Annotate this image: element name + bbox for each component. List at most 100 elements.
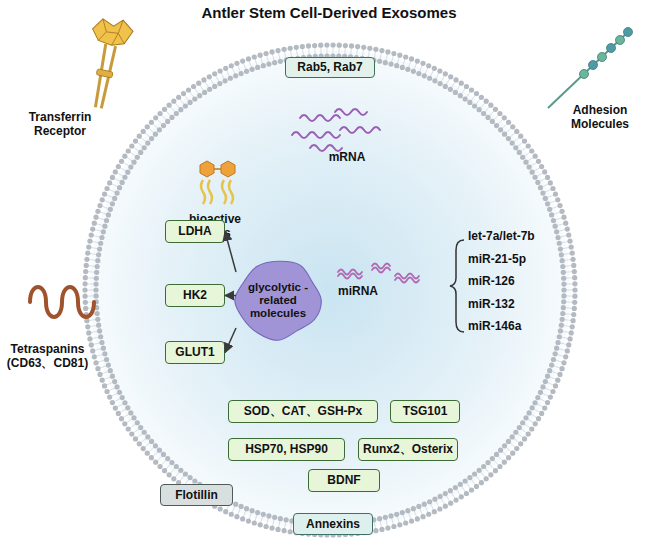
lipid-tail [102,206,109,208]
lipid-head [83,269,88,274]
lipid-head [572,287,577,292]
lipid-head [526,143,531,148]
lipid-head [561,282,566,287]
lipid-tail [540,178,546,181]
lipid-head [133,138,138,143]
lipid-tail [566,301,573,302]
lipid-tail [255,59,257,66]
mirna-name: miR-126 [468,274,578,288]
lipid-head [250,67,255,72]
lipid-tail [537,404,543,407]
node-text: Runx2、Osterix [363,443,453,456]
lipid-head [488,103,493,108]
lipid-head [383,60,388,65]
lipid-head [557,334,562,339]
lipid-head [561,276,566,281]
lipid-head [244,69,249,74]
arrow-connector [225,295,236,297]
lipid-head [196,81,201,86]
lipid-head [207,74,212,79]
lipid-head [255,510,260,515]
lipid-head [197,93,202,98]
lipid-tail [238,508,241,514]
lipid-head [266,62,271,67]
node-text: glycolytic -related molecules [243,281,313,320]
lipid-head [529,426,534,431]
lipid-tail [320,47,321,54]
lipid-head [306,43,311,48]
lipid-head [502,443,507,448]
lipid-tail [409,61,411,68]
lipid-tail [506,447,511,452]
lipid-head [571,263,576,268]
lipid-head [561,287,566,292]
lipid-head [443,71,448,76]
lipid-tail [175,472,179,477]
lipid-head [217,81,222,86]
lipid-head [497,464,502,469]
lipid-head [272,60,277,65]
lipid-head [453,497,458,502]
lipid-head [171,476,176,481]
lipid-head [207,87,212,92]
lipid-tail [149,447,154,452]
lipid-head [506,120,511,125]
lipid-head [420,61,425,66]
lipid-tail [123,414,129,418]
lipid-head [167,103,172,108]
lipid-head [240,516,245,521]
lipid-tail [157,119,162,124]
lipid-tail [170,468,175,473]
lipid-head [530,405,535,410]
lipid-head [94,270,99,275]
lipid-head [104,186,109,191]
molecule-box: TSG101 [390,400,460,423]
node-text: HSP70, HSP90 [245,443,328,456]
node-text: Annexins [306,518,360,531]
lipid-head [161,123,166,128]
mirna-name: miR-21-5p [468,252,578,266]
lipid-head [569,330,574,335]
lipid-head [506,439,511,444]
lipid-head [474,91,479,96]
lipid-head [212,84,217,89]
lipid-tail [498,456,503,461]
lipid-head [411,506,416,511]
lipid-head [553,192,558,197]
lipid-head [554,346,559,351]
lipid-head [388,62,393,67]
lipid-head [239,504,244,509]
lipid-head [416,71,421,76]
lipid-head [269,525,274,530]
lipid-head [523,160,528,165]
lipid-tail [205,82,209,88]
lipid-tail [243,511,245,518]
lipid-tail [555,360,562,362]
lipid-head [484,476,489,481]
lipid-tail [540,398,546,401]
lipid-head [93,282,98,287]
lipid-tail [157,456,162,461]
lipid-tail [485,107,490,112]
lipid-head [100,197,105,202]
lipid-tail [109,388,115,391]
lipid-head [261,63,266,68]
lipid-head [138,150,143,155]
lipid-tail [273,519,275,526]
lipid-head [566,232,571,237]
lipid-head [432,78,437,83]
lipid-tail [161,460,166,465]
lipid-tail [130,424,136,428]
lipid-head [324,42,329,47]
lipid-head [281,528,286,533]
lipid-head [513,145,518,150]
lipid-head [278,59,283,64]
lipid-tail [89,319,96,321]
lipid-head [535,395,540,400]
lipid-tail [96,224,103,226]
lipid-head [411,69,416,74]
node-text: TSG101 [403,405,448,418]
lipid-head [255,65,260,70]
lipid-head [467,100,472,105]
lipid-head [533,421,538,426]
